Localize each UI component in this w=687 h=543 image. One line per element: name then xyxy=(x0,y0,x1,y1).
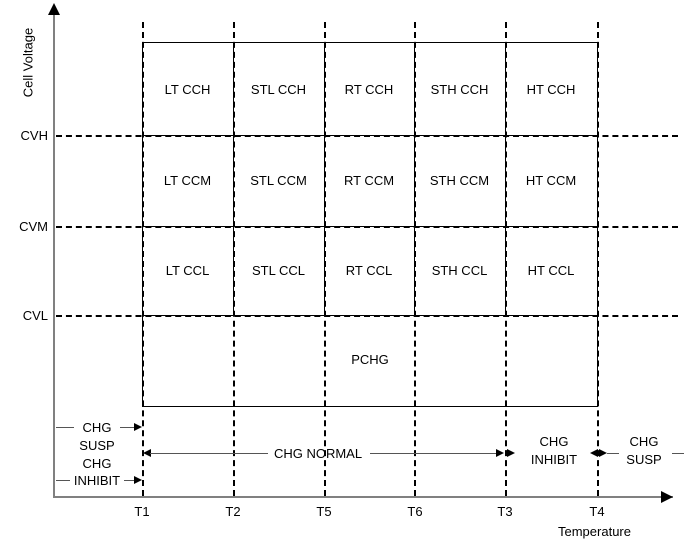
grid-border-bottom-pchg xyxy=(142,406,598,407)
y-tick-label-cvh: CVH xyxy=(20,128,48,143)
gridline-t4-dashed xyxy=(597,22,599,496)
grid-cell-stl-ccl: STL CCL xyxy=(252,263,305,278)
x-axis-arrowhead-icon xyxy=(661,491,673,503)
annotation-right-chg-inhibit-line1: CHG xyxy=(539,434,569,449)
grid-border-right xyxy=(597,42,598,407)
grid-cell-stl-cch: STL CCH xyxy=(250,82,307,97)
annotation-right-chg-susp-line1: CHG xyxy=(629,434,659,449)
arrowhead-chg-inhibit-right-icon xyxy=(134,476,142,484)
arrowhead-right-inhibit-left-icon xyxy=(507,449,515,457)
leader-line-chg-inhibit xyxy=(56,480,70,481)
grid-cell-lt-cch: LT CCH xyxy=(164,82,211,97)
leader-line-right-susp-left xyxy=(607,453,619,454)
grid-line-cvl xyxy=(142,315,598,316)
arrowhead-right-inhibit-right-icon xyxy=(590,449,598,457)
grid-cell-sth-ccl: STH CCL xyxy=(431,263,488,278)
grid-cell-sth-cch: STH CCH xyxy=(430,82,489,97)
annotation-left-chg-susp-line2: SUSP xyxy=(79,438,115,453)
gridline-t3-dashed xyxy=(505,22,507,496)
annotation-chg-normal: CHG NORMAL xyxy=(273,446,363,461)
leader-line-right-susp-right xyxy=(672,453,684,454)
annotation-right-chg-susp-line2: SUSP xyxy=(626,452,662,467)
grid-cell-pchg: PCHG xyxy=(351,352,389,367)
grid-line-cvh xyxy=(142,135,598,136)
x-tick-label-t1: T1 xyxy=(134,504,150,519)
arrowhead-chg-normal-right-icon xyxy=(496,449,504,457)
gridline-cvm-dashed xyxy=(56,226,678,228)
arrowhead-right-susp-left-icon xyxy=(599,449,607,457)
grid-cell-stl-ccm: STL CCM xyxy=(250,173,307,188)
annotation-left-chg-susp-line1: CHG xyxy=(82,420,112,435)
y-axis-arrowhead-icon xyxy=(48,3,60,15)
gridline-t6-dashed xyxy=(414,22,416,496)
grid-cell-ht-ccm: HT CCM xyxy=(525,173,577,188)
x-tick-label-t5: T5 xyxy=(316,504,332,519)
y-axis-line xyxy=(53,14,55,498)
grid-cell-lt-ccl: LT CCL xyxy=(165,263,210,278)
gridline-t5-dashed xyxy=(324,22,326,496)
leader-line-chg-susp-arrow xyxy=(120,427,136,428)
x-axis-line xyxy=(54,496,673,498)
annotation-right-chg-inhibit-line2: INHIBIT xyxy=(530,452,578,467)
grid-cell-rt-ccm: RT CCM xyxy=(343,173,395,188)
leader-line-chg-normal-left xyxy=(150,453,268,454)
leader-line-chg-inhibit-arrow xyxy=(124,480,136,481)
x-axis-title: Temperature xyxy=(558,524,631,539)
y-axis-title: Cell Voltage xyxy=(20,27,36,98)
grid-cell-ht-cch: HT CCH xyxy=(526,82,576,97)
grid-line-cvm xyxy=(142,226,598,227)
grid-cell-sth-ccm: STH CCM xyxy=(429,173,490,188)
grid-border-left xyxy=(142,42,143,407)
x-tick-label-t2: T2 xyxy=(225,504,241,519)
grid-cell-rt-ccl: RT CCL xyxy=(345,263,393,278)
grid-cell-ht-ccl: HT CCL xyxy=(527,263,575,278)
grid-sep-t5 xyxy=(324,42,325,316)
x-tick-label-t6: T6 xyxy=(407,504,423,519)
x-tick-label-t3: T3 xyxy=(497,504,513,519)
grid-sep-t2 xyxy=(233,42,234,316)
grid-border-top xyxy=(142,42,598,43)
annotation-left-chg-inhibit-line1: CHG xyxy=(82,456,112,471)
leader-line-chg-susp xyxy=(56,427,74,428)
y-tick-label-cvm: CVM xyxy=(19,219,48,234)
grid-cell-lt-ccm: LT CCM xyxy=(163,173,212,188)
gridline-cvl-dashed xyxy=(56,315,678,317)
arrowhead-chg-normal-left-icon xyxy=(143,449,151,457)
leader-line-chg-normal-right xyxy=(370,453,498,454)
annotation-left-chg-inhibit-line2: INHIBIT xyxy=(73,473,121,488)
arrowhead-chg-susp-right-icon xyxy=(134,423,142,431)
gridline-t1-dashed xyxy=(142,22,144,496)
grid-sep-t6 xyxy=(414,42,415,316)
grid-cell-rt-cch: RT CCH xyxy=(344,82,394,97)
grid-sep-t3 xyxy=(505,42,506,316)
y-tick-label-cvl: CVL xyxy=(22,308,48,323)
x-tick-label-t4: T4 xyxy=(589,504,605,519)
gridline-cvh-dashed xyxy=(56,135,678,137)
gridline-t2-dashed xyxy=(233,22,235,496)
